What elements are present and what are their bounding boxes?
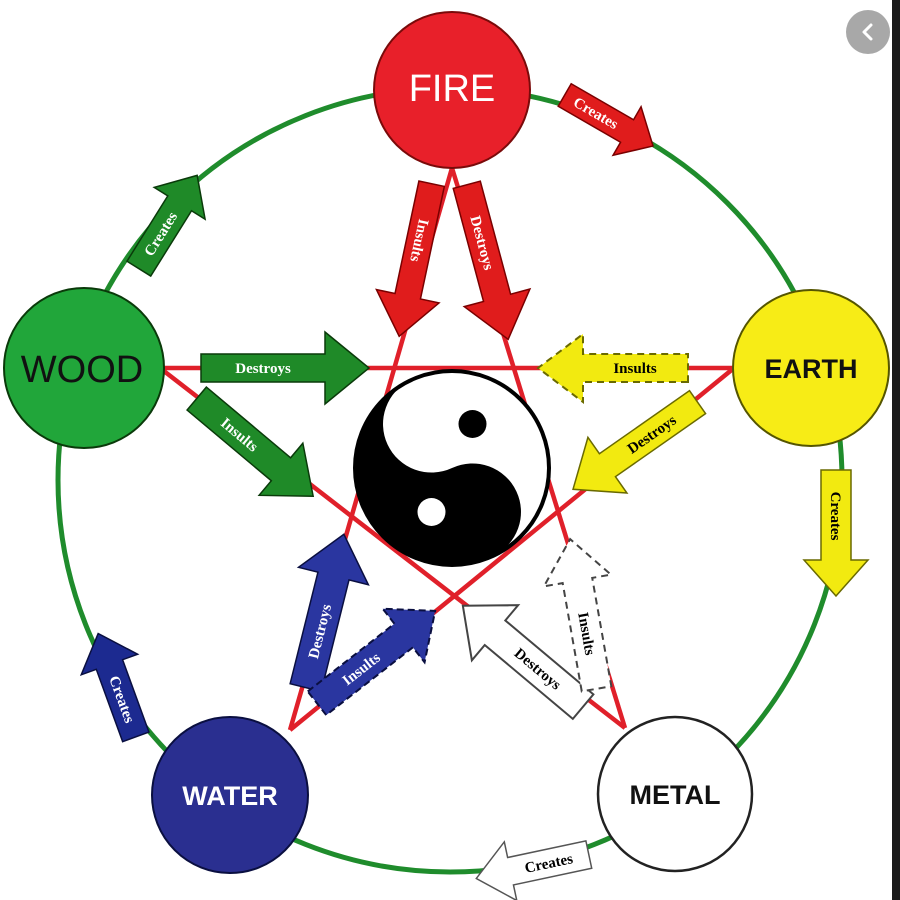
earth-creates-arrow: Creates: [802, 469, 870, 598]
earth-node: EARTH: [732, 289, 890, 447]
fire-destroys-arrow: Destroys: [452, 180, 532, 341]
metal-insults-arrow: Insults: [542, 537, 614, 693]
fire-label: FIRE: [409, 68, 496, 110]
fire-insults-arrow: Insults: [375, 180, 446, 338]
earth-insults-arrow: Insults: [536, 331, 689, 405]
earth-insults-label: Insults: [613, 361, 657, 377]
wood-destroys-arrow: Destroys: [200, 330, 371, 406]
earth-label: EARTH: [765, 354, 858, 384]
metal-node: METAL: [596, 715, 754, 873]
earth-creates-label: Creates: [827, 492, 843, 541]
metal-creates-arrow: Creates: [475, 839, 593, 900]
back-button[interactable]: [846, 10, 890, 54]
water-label: WATER: [182, 781, 278, 811]
wood-node: WOOD: [3, 287, 165, 449]
metal-insults-label: Insults: [574, 611, 597, 657]
fire-creates-arrow: Creates: [557, 82, 654, 157]
wood-insults-arrow: Insults: [186, 386, 315, 498]
water-node: WATER: [151, 716, 309, 874]
yin-yang-icon: [353, 369, 551, 567]
fire-node: FIRE: [373, 11, 531, 169]
wood-label: WOOD: [21, 349, 143, 391]
wood-creates-arrow: Creates: [125, 174, 207, 278]
window-edge: [892, 0, 900, 900]
water-destroys-arrow: Destroys: [289, 533, 370, 693]
wood-destroys-label: Destroys: [235, 361, 291, 377]
chevron-left-icon: [862, 23, 873, 41]
metal-label: METAL: [630, 780, 721, 810]
